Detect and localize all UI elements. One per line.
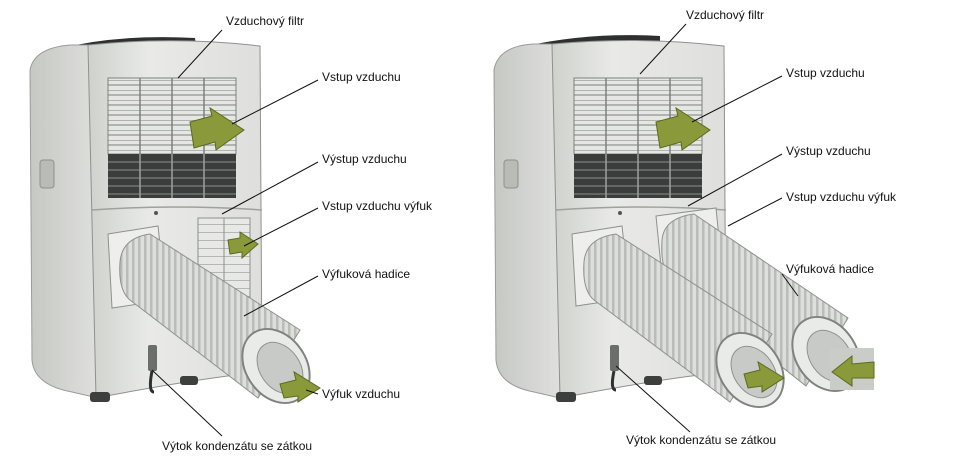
left-air-filter-label: Vzduchový filtr (226, 14, 305, 28)
right-air-exhaust-arrow-icon (743, 360, 785, 393)
left-air-inlet-arrow-icon (189, 106, 245, 151)
left-air-inlet-label: Vstup vzduchu (322, 70, 401, 84)
right-exhaust-inlet-arrow-icon (831, 354, 875, 387)
right-air-inlet-arrow-icon (655, 106, 711, 151)
right-air-inlet-label: Vstup vzduchu (786, 66, 865, 80)
left-exhaust-air-inlet-label: Vstup vzduchu výfuk (322, 199, 433, 213)
left-exhaust-inlet-arrow-icon (227, 231, 259, 260)
left-air-outlet-label: Výstup vzduchu (322, 152, 407, 166)
left-exhaust-hose-label: Výfuková hadice (322, 267, 411, 281)
right-exhaust-air-inlet-label: Vstup vzduchu výfuk (786, 190, 897, 204)
left-condensate-drain-label: Výtok kondenzátu se zátkou (162, 439, 313, 453)
right-air-filter-label: Vzduchový filtr (686, 8, 765, 22)
left-ac-unit (29, 29, 321, 437)
right-exhaust-hose-label: Výfuková hadice (786, 262, 875, 276)
right-leader-lines (615, 23, 799, 433)
left-leader-lines (151, 29, 319, 437)
left-air-exhaust-label: Výfuk vzduchu (322, 387, 401, 401)
left-air-exhaust-arrow-icon (279, 370, 321, 403)
right-ac-unit (493, 23, 875, 433)
right-air-outlet-label: Výstup vzduchu (786, 144, 871, 158)
right-condensate-drain-label: Výtok kondenzátu se zátkou (626, 433, 777, 447)
